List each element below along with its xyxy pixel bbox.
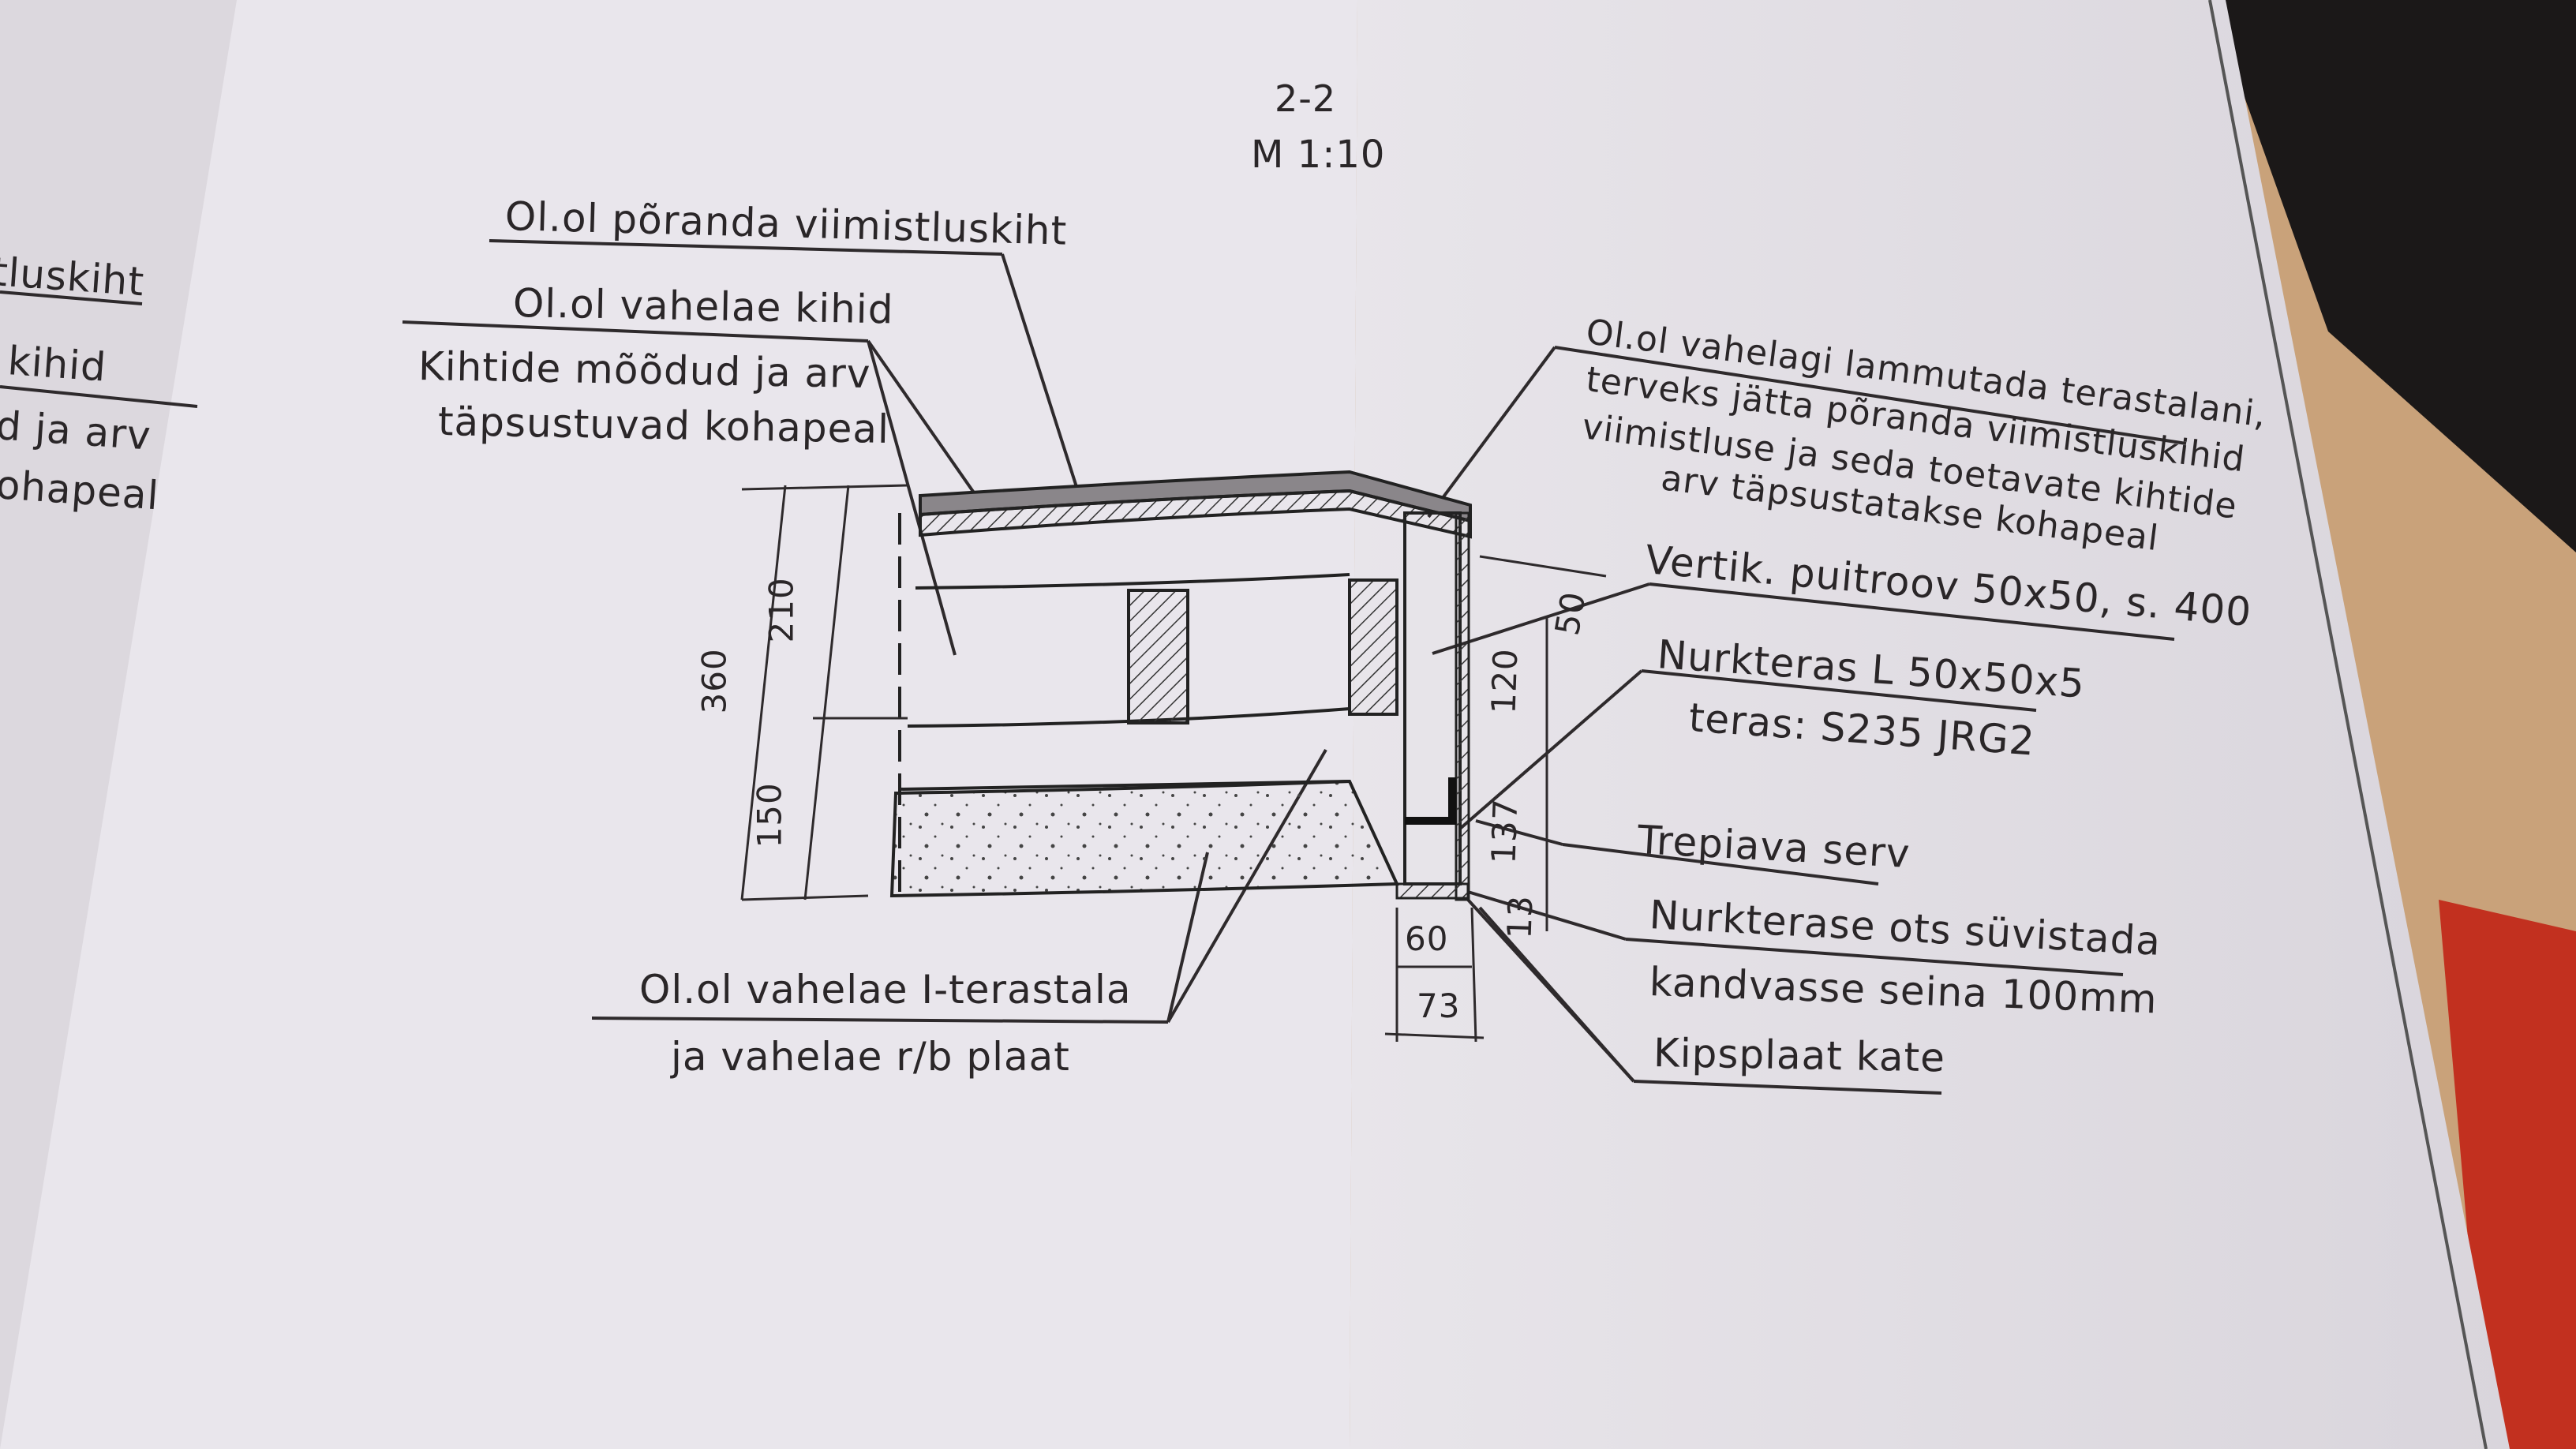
dim-60: 60: [1405, 919, 1449, 958]
label-beam-2: ja vahelae r/b plaat: [671, 1034, 1070, 1080]
dim-73: 73: [1417, 987, 1461, 1025]
label-gypsum: Kipsplaat kate: [1653, 1030, 1946, 1081]
dim-120: 120: [1484, 647, 1526, 715]
right-page: [1350, 0, 2510, 1449]
label-beam-1: Ol.ol vahelae I-terastala: [639, 967, 1132, 1013]
dim-13: 13: [1500, 894, 1541, 940]
slab-section: [889, 470, 1472, 901]
dim-50: 50: [1547, 588, 1593, 638]
dim-137: 137: [1484, 797, 1526, 865]
left-fragment-2: kihid: [6, 338, 108, 391]
label-slab-layers: Ol.ol vahelae kihid: [512, 280, 894, 333]
dim-upper: 210: [762, 577, 801, 643]
label-layers-note-1: Kihtide mõõdud ja arv: [417, 343, 871, 398]
dark-object: [2210, 0, 2576, 552]
red-object: [2439, 900, 2576, 1449]
center-page: [0, 0, 1357, 1449]
dim-lower: 150: [750, 782, 789, 848]
label-layers-note-2: täpsustuvad kohapeal: [437, 399, 890, 452]
dim-total: 360: [695, 648, 734, 714]
section-id: 2-2: [1275, 77, 1337, 120]
left-fragment-1: tluskiht: [0, 249, 146, 305]
section-scale: M 1:10: [1251, 133, 1386, 177]
